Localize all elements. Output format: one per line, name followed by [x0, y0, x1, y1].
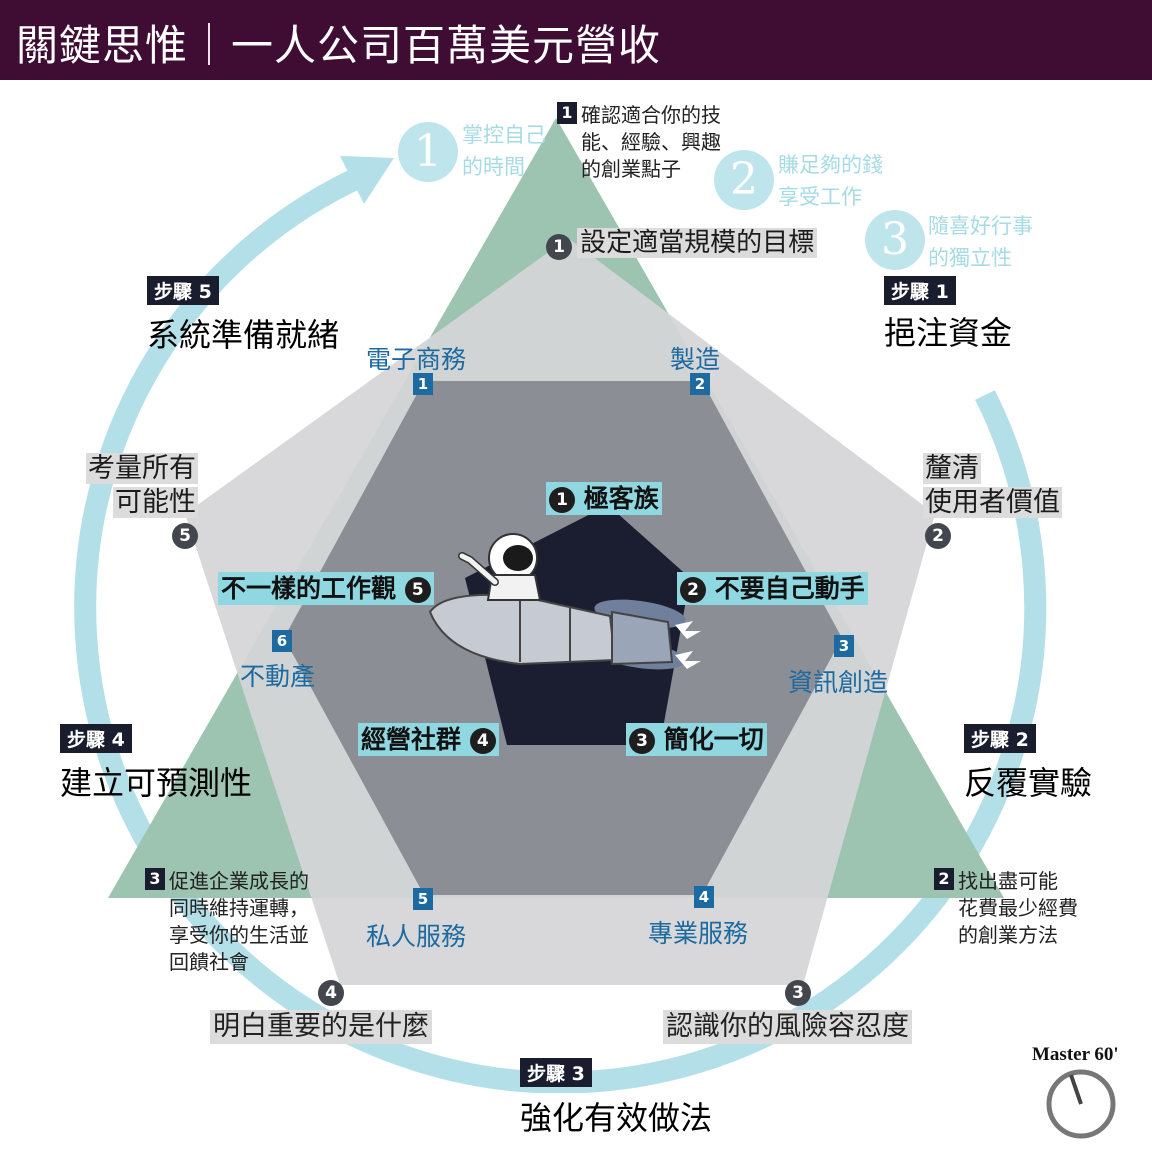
triangle-note-3-line-3: 享受你的生活並	[169, 923, 309, 947]
hex-item-6-label: 不動產	[240, 662, 316, 691]
step-1-label: 挹注資金	[884, 314, 1013, 352]
hex-item-2-label: 製造	[670, 345, 721, 374]
goal-2-line-1: 賺足夠的錢	[778, 153, 883, 177]
hex-item-4-label: 專業服務	[648, 919, 749, 948]
pentagon-item-1-number: 1	[546, 233, 572, 260]
step-2-tag: 步驟 2	[964, 724, 1036, 753]
top-note-line-2: 能、經驗、興趣	[581, 130, 721, 154]
inner-item-2-label: 不要自己動手	[714, 574, 865, 603]
step-5-tag: 步驟 5	[147, 276, 219, 305]
page-title: 關鍵思惟｜一人公司百萬美元營收	[16, 21, 662, 70]
goal-number-1: 1	[398, 122, 458, 182]
goal-2-line-2: 享受工作	[778, 185, 862, 209]
pentagon-item-5-number: 5	[172, 523, 198, 549]
hex-item-3-number: 3	[834, 635, 854, 657]
top-note-line-3: 的創業點子	[581, 157, 681, 181]
inner-item-3-number: 3	[629, 728, 655, 754]
inner-item-5-label: 不一樣的工作觀	[221, 574, 397, 603]
goal-3-line-2: 的獨立性	[928, 246, 1012, 270]
brand-name: Master 60'	[1032, 1044, 1119, 1065]
step-1-tag: 步驟 1	[884, 276, 956, 305]
rocket-astronaut-illustration	[428, 533, 701, 670]
inner-item-4-number: 4	[469, 728, 496, 754]
pentagon-item-5-line-2: 可能性	[113, 487, 198, 518]
inner-item-5: 不一樣的工作觀 5	[218, 572, 434, 605]
inner-item-1-number: 1	[549, 487, 575, 513]
hex-item-5-number: 5	[413, 888, 433, 910]
brand-dial-icon	[1046, 1069, 1116, 1139]
goal-3-line-1: 隨喜好行事	[928, 214, 1033, 238]
pentagon-item-2-number: 2	[925, 523, 951, 549]
triangle-note-3-line-2: 同時維持運轉，	[169, 896, 309, 920]
inner-item-3-label: 簡化一切	[663, 725, 764, 754]
inner-item-4-label: 經營社群	[361, 725, 462, 754]
step-3-label: 強化有效做法	[516, 1093, 717, 1139]
pentagon-item-4-label: 明白重要的是什麼	[210, 1010, 432, 1044]
step-2-label: 反覆實驗	[964, 764, 1093, 802]
goal-text-3: 隨喜好行事 的獨立性	[928, 210, 1033, 274]
pentagon-item-3-label: 認識你的風險容忍度	[663, 1010, 912, 1044]
triangle-note-3-line-1: 促進企業成長的	[169, 869, 309, 893]
pentagon-item-5-line-1: 考量所有	[86, 453, 198, 484]
inner-item-4: 經營社群 4	[358, 723, 499, 756]
inner-item-1: 1 極客族	[546, 482, 662, 515]
pentagon-item-3-number: 3	[785, 980, 811, 1006]
header-bar: 關鍵思惟｜一人公司百萬美元營收	[0, 0, 1152, 80]
triangle-note-2-line-3: 的創業方法	[958, 923, 1058, 947]
inner-item-2: 2 不要自己動手	[677, 572, 868, 605]
goal-1-line-2: 的時間	[462, 155, 525, 179]
step-5-label: 系統準備就緒	[147, 316, 340, 354]
inner-item-5-number: 5	[404, 577, 431, 603]
goal-text-2: 賺足夠的錢 享受工作	[778, 149, 883, 213]
inner-item-3: 3 簡化一切	[626, 723, 767, 756]
step-4-label: 建立可預測性	[60, 764, 253, 802]
hex-item-4-number: 4	[694, 886, 714, 908]
triangle-note-2-line-1: 找出盡可能	[958, 869, 1058, 893]
pentagon-item-2: 釐清 使用者價值	[923, 452, 1062, 520]
triangle-note-2-number: 2	[934, 868, 954, 890]
top-note-number: 1	[557, 102, 577, 124]
pentagon-item-2-line-2: 使用者價值	[923, 487, 1062, 518]
pentagon-item-1: 1 設定適當規模的目標	[546, 222, 818, 260]
goal-number-2: 2	[714, 150, 774, 210]
hex-item-6-number: 6	[272, 630, 292, 652]
step-3-tag: 步驟 3	[520, 1058, 592, 1087]
pentagon-item-1-label: 設定適當規模的目標	[577, 228, 818, 258]
pentagon-item-2-line-1: 釐清	[923, 453, 981, 484]
triangle-note-3-line-4: 回饋社會	[169, 950, 249, 974]
hex-item-2-number: 2	[690, 373, 710, 395]
triangle-note-2-line-2: 花費最少經費	[958, 896, 1078, 920]
step-4-tag: 步驟 4	[60, 724, 132, 753]
pentagon-item-5: 考量所有 可能性	[80, 452, 198, 520]
goal-1-line-1: 掌控自己	[462, 123, 546, 147]
triangle-note-3-number: 3	[145, 868, 165, 890]
goal-number-3: 3	[865, 210, 925, 270]
pentagon-item-4-number: 4	[318, 980, 344, 1006]
inner-item-2-number: 2	[680, 577, 706, 603]
top-note-line-1: 確認適合你的技	[581, 103, 721, 127]
inner-item-1-label: 極客族	[583, 484, 659, 513]
hex-item-5-label: 私人服務	[366, 922, 467, 951]
hex-item-3-label: 資訊創造	[788, 668, 889, 697]
cycle-arrow-head-icon	[340, 156, 394, 204]
hex-item-1-number: 1	[413, 373, 433, 395]
hex-item-1-label: 電子商務	[366, 345, 467, 374]
goal-text-1: 掌控自己 的時間	[462, 119, 546, 183]
